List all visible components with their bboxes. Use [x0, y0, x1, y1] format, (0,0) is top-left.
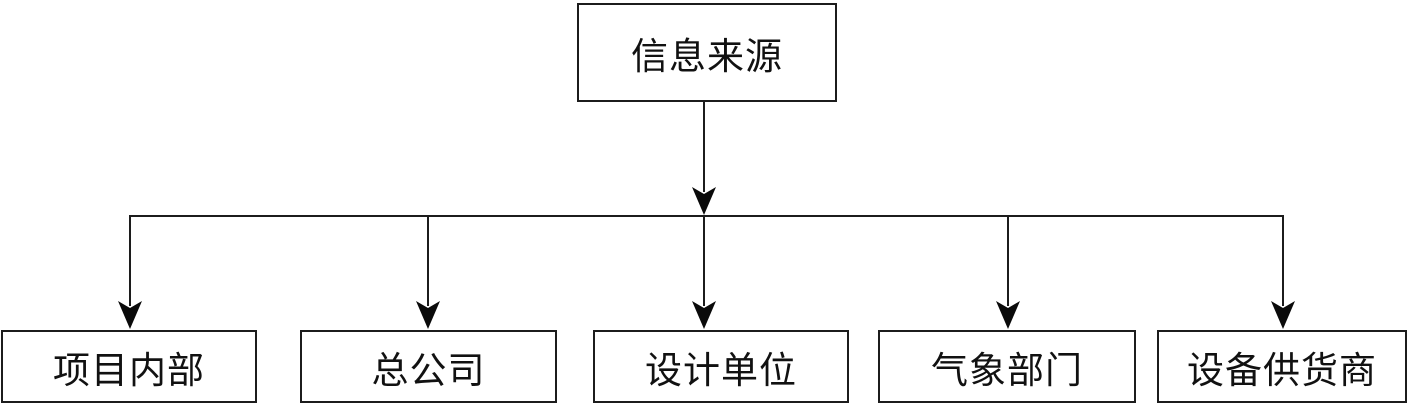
arrowhead-root-stem [692, 187, 716, 215]
node-label: 项目内部 [53, 348, 205, 392]
node-equipment-supplier: 设备供货商 [1157, 330, 1407, 403]
node-label: 信息来源 [631, 34, 783, 78]
node-label: 总公司 [371, 348, 486, 392]
node-project-internal: 项目内部 [1, 330, 257, 403]
node-meteorological-dept: 气象部门 [878, 330, 1136, 403]
node-design-unit: 设计单位 [593, 330, 849, 403]
node-head-office: 总公司 [300, 330, 557, 403]
arrowhead-drop-3 [692, 301, 716, 329]
arrowhead-drop-2 [416, 301, 440, 329]
node-label: 设计单位 [645, 348, 797, 392]
arrowhead-drop-4 [996, 301, 1020, 329]
arrowhead-drop-5 [1271, 301, 1295, 329]
arrowhead-drop-1 [118, 301, 142, 329]
node-information-source: 信息来源 [577, 3, 837, 102]
node-label: 气象部门 [931, 348, 1083, 392]
node-label: 设备供货商 [1187, 348, 1377, 392]
